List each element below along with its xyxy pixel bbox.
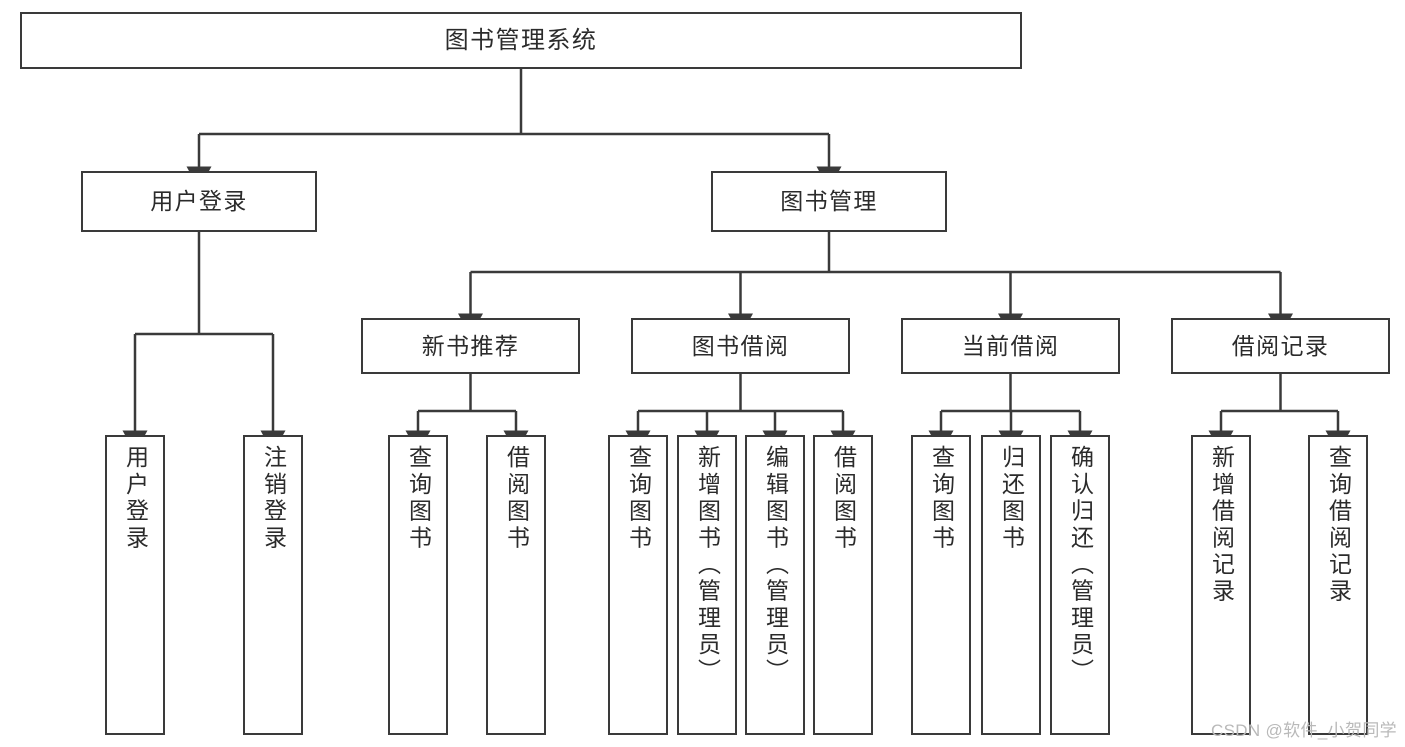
node-label: 新书推荐 <box>421 332 520 359</box>
node-l-borrow1[interactable]: 借阅图书 <box>486 435 546 735</box>
node-newbook[interactable]: 新书推荐 <box>361 318 580 374</box>
watermark-label: CSDN @软件_小贺同学 <box>1210 721 1397 740</box>
node-label: 图书借阅 <box>691 332 790 359</box>
node-l-query1[interactable]: 查询图书 <box>388 435 448 735</box>
node-label: 查询图书 <box>928 445 955 552</box>
node-label: 查询借阅记录 <box>1325 445 1352 606</box>
node-l-confirm[interactable]: 确认归还（管理员） <box>1050 435 1110 735</box>
node-label: 新增图书（管理员） <box>694 445 721 686</box>
node-label: 借阅图书 <box>830 445 857 552</box>
node-label: 确认归还（管理员） <box>1067 445 1094 686</box>
node-label: 借阅图书 <box>503 445 530 552</box>
node-current[interactable]: 当前借阅 <box>901 318 1120 374</box>
node-l-login[interactable]: 用户登录 <box>105 435 165 735</box>
node-label: 查询图书 <box>405 445 432 552</box>
node-l-logout[interactable]: 注销登录 <box>243 435 303 735</box>
node-label: 借阅记录 <box>1231 332 1330 359</box>
node-label: 图书管理系统 <box>444 26 598 54</box>
node-bookmgmt[interactable]: 图书管理 <box>711 171 947 232</box>
node-l-query3[interactable]: 查询图书 <box>911 435 971 735</box>
node-label: 编辑图书（管理员） <box>762 445 789 686</box>
node-label: 归还图书 <box>998 445 1025 552</box>
node-label: 注销登录 <box>260 445 287 552</box>
node-records[interactable]: 借阅记录 <box>1171 318 1390 374</box>
node-label: 用户登录 <box>122 445 149 552</box>
connector-lines <box>122 69 1351 453</box>
node-l-add[interactable]: 新增图书（管理员） <box>677 435 737 735</box>
node-root[interactable]: 图书管理系统 <box>20 12 1022 69</box>
node-l-return[interactable]: 归还图书 <box>981 435 1041 735</box>
node-l-edit[interactable]: 编辑图书（管理员） <box>745 435 805 735</box>
node-l-query2[interactable]: 查询图书 <box>608 435 668 735</box>
node-label: 用户登录 <box>150 188 248 215</box>
node-label: 新增借阅记录 <box>1208 445 1235 606</box>
node-label: 图书管理 <box>780 188 878 215</box>
node-l-borrow2[interactable]: 借阅图书 <box>813 435 873 735</box>
node-l-addrec[interactable]: 新增借阅记录 <box>1191 435 1251 735</box>
node-l-queryrec[interactable]: 查询借阅记录 <box>1308 435 1368 735</box>
node-login[interactable]: 用户登录 <box>81 171 317 232</box>
node-label: 查询图书 <box>625 445 652 552</box>
node-borrow[interactable]: 图书借阅 <box>631 318 850 374</box>
node-label: 当前借阅 <box>961 332 1060 359</box>
